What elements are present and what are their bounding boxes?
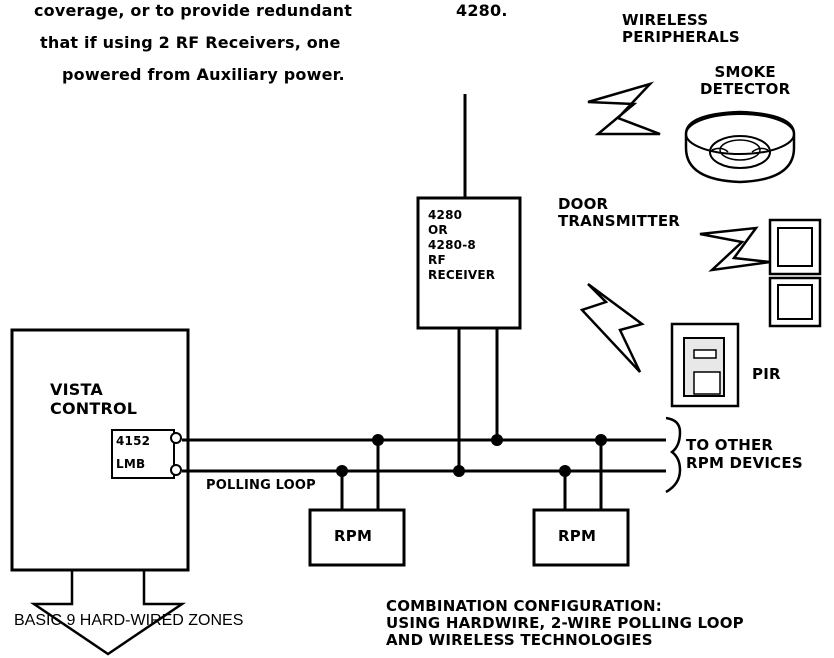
wireless-peripherals-title: WIRELESS PERIPHERALS xyxy=(622,12,740,46)
door-transmitter-lower-inner xyxy=(777,284,813,320)
smoke-detector-line-2: DETECTOR xyxy=(700,80,791,98)
receiver-line-1: 4280 xyxy=(428,208,463,222)
receiver-line-5: RECEIVER xyxy=(428,268,496,282)
port-box xyxy=(111,429,175,479)
model-reference: 4280. xyxy=(456,1,508,20)
terminal-4152 xyxy=(170,432,182,444)
figure-caption: COMBINATION CONFIGURATION: USING HARDWIR… xyxy=(386,598,744,649)
vista-control-box xyxy=(10,328,190,572)
junction-dot xyxy=(491,434,503,446)
door-transmitter-line-1: DOOR xyxy=(558,195,609,213)
figure-caption-line-2: USING HARDWIRE, 2-WIRE POLLING LOOP xyxy=(386,614,744,632)
intro-text-line-1: coverage, or to provide redundant xyxy=(34,1,353,20)
port-lmb-label: LMB xyxy=(116,457,146,471)
rf-signal-door xyxy=(699,226,771,272)
rf-signal-smoke xyxy=(587,81,661,136)
smoke-detector-icon xyxy=(684,110,796,184)
other-devices-line-2: RPM DEVICES xyxy=(686,454,803,472)
intro-text-line-2: that if using 2 RF Receivers, one xyxy=(40,33,341,52)
rpm-label-2: RPM xyxy=(558,527,597,545)
rf-receiver-box xyxy=(416,196,522,330)
vista-control-label: VISTA CONTROL xyxy=(50,380,137,418)
vista-control-line-2: CONTROL xyxy=(50,399,138,418)
wireless-peripherals-line-2: PERIPHERALS xyxy=(622,28,740,46)
zones-caption: BASIC 9 HARD-WIRED ZONES xyxy=(14,612,244,629)
terminal-lmb xyxy=(170,464,182,476)
vista-control-line-1: VISTA xyxy=(50,380,103,399)
junction-dot xyxy=(453,465,465,477)
junction-dot xyxy=(372,434,384,446)
receiver-line-2: OR xyxy=(428,223,448,237)
door-transmitter-label: DOOR TRANSMITTER xyxy=(558,196,680,230)
junction-dot xyxy=(559,465,571,477)
smoke-detector-label: SMOKE DETECTOR xyxy=(700,64,790,98)
receiver-label: 4280 OR 4280-8 RF RECEIVER xyxy=(428,208,495,283)
smoke-detector-line-1: SMOKE xyxy=(714,63,776,81)
zones-output-arrow xyxy=(29,571,187,656)
other-devices-line-1: TO OTHER xyxy=(686,436,774,454)
door-transmitter-line-2: TRANSMITTER xyxy=(558,212,681,230)
rpm-box-2 xyxy=(532,508,630,567)
figure-caption-line-1: COMBINATION CONFIGURATION: xyxy=(386,597,662,615)
junction-dot xyxy=(595,434,607,446)
rpm-label-1: RPM xyxy=(334,527,373,545)
rf-signal-pir xyxy=(579,282,645,373)
receiver-line-3: 4280-8 xyxy=(428,238,476,252)
door-transmitter-upper-inner xyxy=(777,227,813,267)
other-devices-brace xyxy=(665,416,682,494)
figure-caption-line-3: AND WIRELESS TECHNOLOGIES xyxy=(386,631,653,649)
polling-loop-label: POLLING LOOP xyxy=(206,478,316,493)
wireless-peripherals-line-1: WIRELESS xyxy=(622,11,709,29)
junction-dot xyxy=(336,465,348,477)
pir-housing xyxy=(670,322,740,408)
pir-sensor xyxy=(693,371,721,395)
other-devices-label: TO OTHER RPM DEVICES xyxy=(686,436,803,472)
door-transmitter-lower xyxy=(768,276,822,328)
intro-text-line-3: powered from Auxiliary power. xyxy=(62,65,345,84)
receiver-line-4: RF xyxy=(428,253,446,267)
door-transmitter-upper xyxy=(768,218,822,276)
port-4152-label: 4152 xyxy=(116,434,151,448)
pir-label: PIR xyxy=(752,365,781,383)
pir-window xyxy=(693,349,717,359)
rpm-box-1 xyxy=(308,508,406,567)
